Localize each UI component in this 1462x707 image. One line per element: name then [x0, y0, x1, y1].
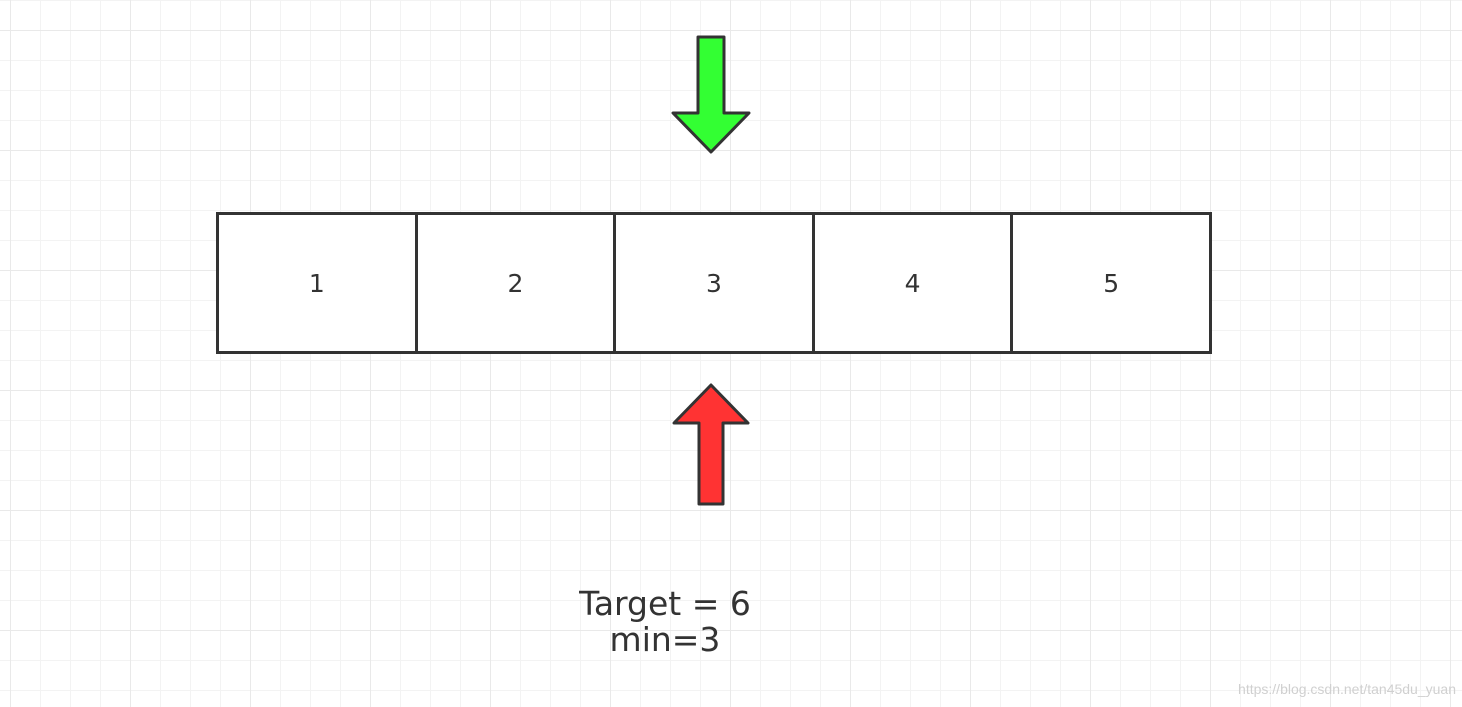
- array-cell: 4: [815, 215, 1014, 351]
- target-label: Target = 6: [579, 584, 751, 623]
- red-up-arrow-icon: [672, 383, 750, 506]
- array-cell: 3: [616, 215, 815, 351]
- array-row: 1 2 3 4 5: [216, 212, 1212, 354]
- array-cell: 1: [219, 215, 418, 351]
- result-labels: Target = 6 min=3: [560, 586, 770, 658]
- green-down-arrow-icon: [671, 35, 751, 154]
- watermark-text: https://blog.csdn.net/tan45du_yuan: [1238, 681, 1456, 697]
- array-cell: 5: [1103, 268, 1120, 298]
- min-label: min=3: [609, 620, 721, 659]
- array-cell: 2: [418, 215, 617, 351]
